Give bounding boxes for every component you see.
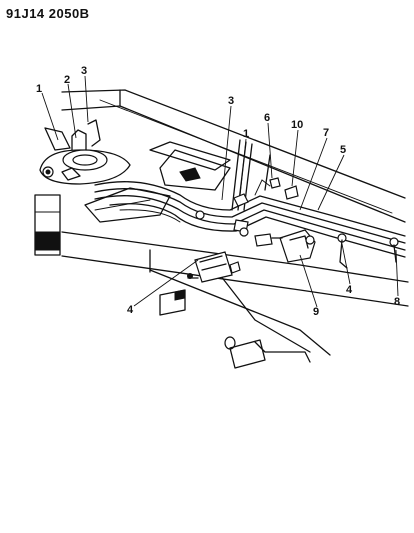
left-body-panel	[34, 194, 61, 256]
callout-3-left: 3	[81, 65, 87, 77]
callout-1-left: 1	[36, 83, 42, 95]
callout-1-center: 1	[243, 128, 249, 140]
fuel-tank-sending-unit	[39, 119, 131, 185]
frame-lower-rail	[61, 231, 409, 363]
callout-8: 8	[394, 296, 400, 308]
callout-3-center: 3	[228, 95, 234, 107]
callout-2: 2	[64, 74, 70, 86]
right-fittings	[269, 177, 399, 269]
fuel-pump	[187, 251, 241, 283]
leader-lines	[41, 75, 399, 308]
callout-5: 5	[340, 144, 346, 156]
callout-4-right: 4	[346, 284, 353, 296]
callout-7: 7	[323, 127, 329, 139]
tank-bracket	[84, 187, 171, 223]
callout-9: 9	[313, 306, 319, 318]
crossmember	[149, 141, 231, 191]
callout-10: 10	[291, 119, 303, 131]
center-fittings	[195, 193, 249, 237]
callout-4-left: 4	[127, 304, 134, 316]
callout-6: 6	[264, 112, 270, 124]
fuel-filter-bracket	[254, 229, 316, 263]
callouts: 1 2 3 3 1 6 10 7 5 4 4 9 8	[36, 65, 400, 318]
diagram-code: 91J14 2050B	[6, 6, 90, 21]
frame-mount-bracket	[159, 289, 266, 369]
fuel-lines-bundle	[94, 139, 406, 258]
